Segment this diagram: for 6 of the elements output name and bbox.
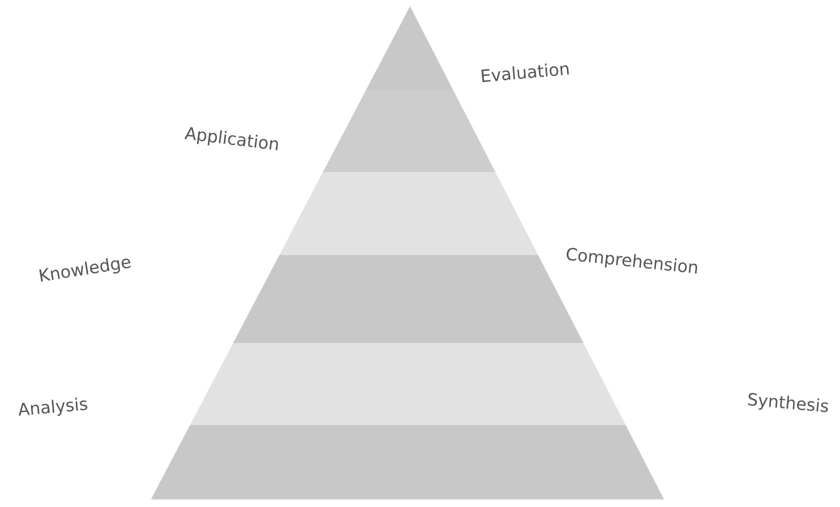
level-label: Synthesis (748, 392, 828, 412)
level-label: Knowledge (39, 258, 131, 282)
level-label: Analysis (18, 398, 88, 416)
level-label: Evaluation (481, 64, 569, 82)
level-label: Comprehension (566, 248, 698, 274)
level-label: Application (184, 127, 278, 150)
